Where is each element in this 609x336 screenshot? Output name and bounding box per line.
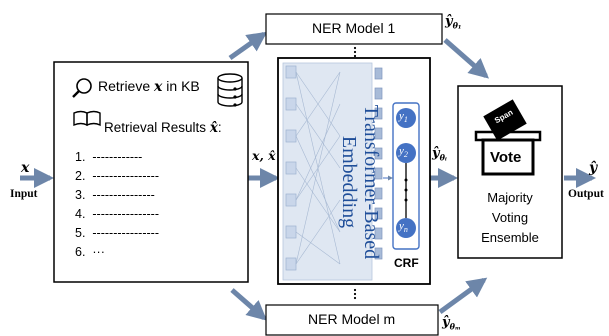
retrieve-variable: x: [154, 79, 163, 95]
crf-node-n: [396, 218, 416, 238]
encoder-input-symbol: x, x̂: [252, 148, 276, 163]
ensemble-label-line-1: Majority: [487, 190, 533, 205]
branch-down-arrow: [230, 288, 268, 321]
ballot-box-icon: [474, 99, 542, 176]
list-item: 6. ···: [75, 245, 105, 259]
magnifier-icon: [72, 78, 92, 98]
database-icon: [217, 73, 243, 107]
encoder-panel: [282, 62, 373, 281]
list-item-number: 5.: [75, 226, 86, 240]
retrieve-text: Retrieve: [98, 78, 151, 94]
list-item-text: ---------------: [92, 188, 155, 202]
model1-to-ensemble-arrow: [443, 38, 490, 79]
output-model-1: ŷθ₁: [445, 14, 462, 31]
vote-label: Vote: [490, 149, 522, 166]
crf-node-2: [396, 143, 416, 163]
flow-arrows: [20, 31, 596, 321]
list-item-text: ----------------: [92, 226, 159, 240]
crf-label: CRF: [394, 256, 419, 270]
models-above-ellipsis: [353, 46, 357, 58]
encoder-output-cells: [374, 67, 383, 260]
list-item-number: 4.: [75, 207, 86, 221]
crf-ellipsis: [404, 178, 408, 202]
encoder-label: Transformer-Based Embedding: [338, 82, 382, 282]
list-item-text: ···: [92, 245, 105, 259]
list-item-number: 1.: [75, 150, 86, 164]
list-item-text: ------------: [92, 150, 143, 164]
ensemble-label: Majority Voting Ensemble: [458, 188, 562, 248]
encoder-network-lines: [295, 71, 341, 265]
list-item-text: ----------------: [92, 169, 159, 183]
results-colon: :: [217, 120, 222, 135]
list-item-text: ----------------: [92, 207, 159, 221]
list-item: 1. ------------: [75, 150, 142, 164]
retrieval-box: [53, 61, 249, 283]
crf-node-1-label: y1: [399, 110, 408, 125]
encoder-label-line-2: Embedding: [338, 135, 360, 229]
list-item-number: 3.: [75, 188, 86, 202]
crf-node-1: [396, 108, 416, 128]
ner-model-m-box: [265, 304, 439, 336]
output-symbol: ŷ: [589, 160, 598, 176]
output-model-m: ŷθₘ: [442, 315, 461, 332]
book-icon: [73, 110, 101, 127]
list-item: 3. ---------------: [75, 188, 155, 202]
input-label: Input: [10, 188, 38, 200]
results-heading: Retrieval Results x̂:: [104, 120, 222, 136]
ensemble-label-line-2: Voting: [491, 210, 529, 225]
retrieve-line: Retrieve x in KB: [98, 78, 200, 95]
list-item: 4. ----------------: [75, 207, 159, 221]
list-item: 5. ----------------: [75, 226, 159, 240]
models-below-ellipsis: [353, 288, 357, 300]
branch-up-arrow: [228, 31, 268, 61]
ensemble-label-line-3: Ensemble: [481, 230, 539, 245]
ner-model-1-label: NER Model 1: [312, 20, 396, 36]
encoder-label-line-1: Transformer-Based: [360, 104, 382, 260]
crf-node-n-label: yn: [399, 220, 408, 235]
output-label: Output: [568, 188, 604, 200]
results-text: Retrieval Results: [104, 120, 207, 135]
ner-model-1-box: [265, 13, 443, 45]
list-item: 2. ----------------: [75, 169, 159, 183]
modelm-to-ensemble-arrow: [438, 277, 488, 315]
retrieve-kb-text: in KB: [166, 78, 200, 94]
crf-node-2-label: y2: [399, 145, 408, 160]
input-symbol: x: [21, 160, 30, 176]
ner-model-m-label: NER Model m: [308, 311, 396, 327]
output-model-i: ŷθᵢ: [432, 146, 447, 163]
list-item-number: 2.: [75, 169, 86, 183]
list-item-number: 6.: [75, 245, 86, 259]
results-variable: x̂: [209, 120, 218, 136]
